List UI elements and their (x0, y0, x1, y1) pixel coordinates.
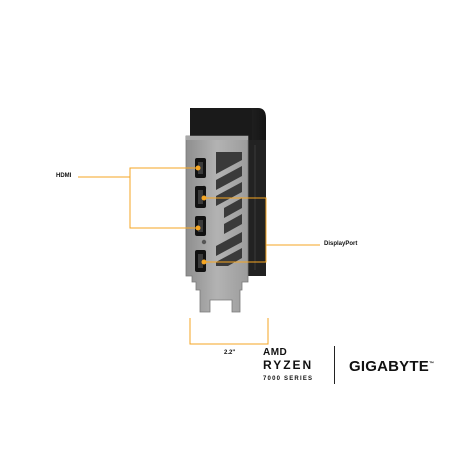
dimension-label: 2.2" (224, 350, 236, 356)
ryzen-logo-text: RYZEN (263, 358, 314, 372)
amd-logo-text: AMD (263, 347, 288, 358)
hdmi-label: HDMI (56, 173, 72, 179)
series-logo-text: 7000 SERIES (263, 376, 314, 382)
displayport-callout (201, 195, 320, 265)
screw-hole (201, 239, 207, 245)
hdmi-callout (78, 165, 201, 231)
dimension-callout (189, 318, 269, 345)
gigabyte-logo: GIGABYTE™ (349, 358, 434, 375)
gigabyte-logo-text: GIGABYTE (349, 358, 429, 375)
displayport-label: DisplayPort (324, 241, 358, 247)
logo-divider (334, 346, 335, 384)
trademark-symbol: ™ (428, 361, 435, 367)
vent-slots (216, 152, 242, 266)
display-ports (195, 158, 206, 272)
